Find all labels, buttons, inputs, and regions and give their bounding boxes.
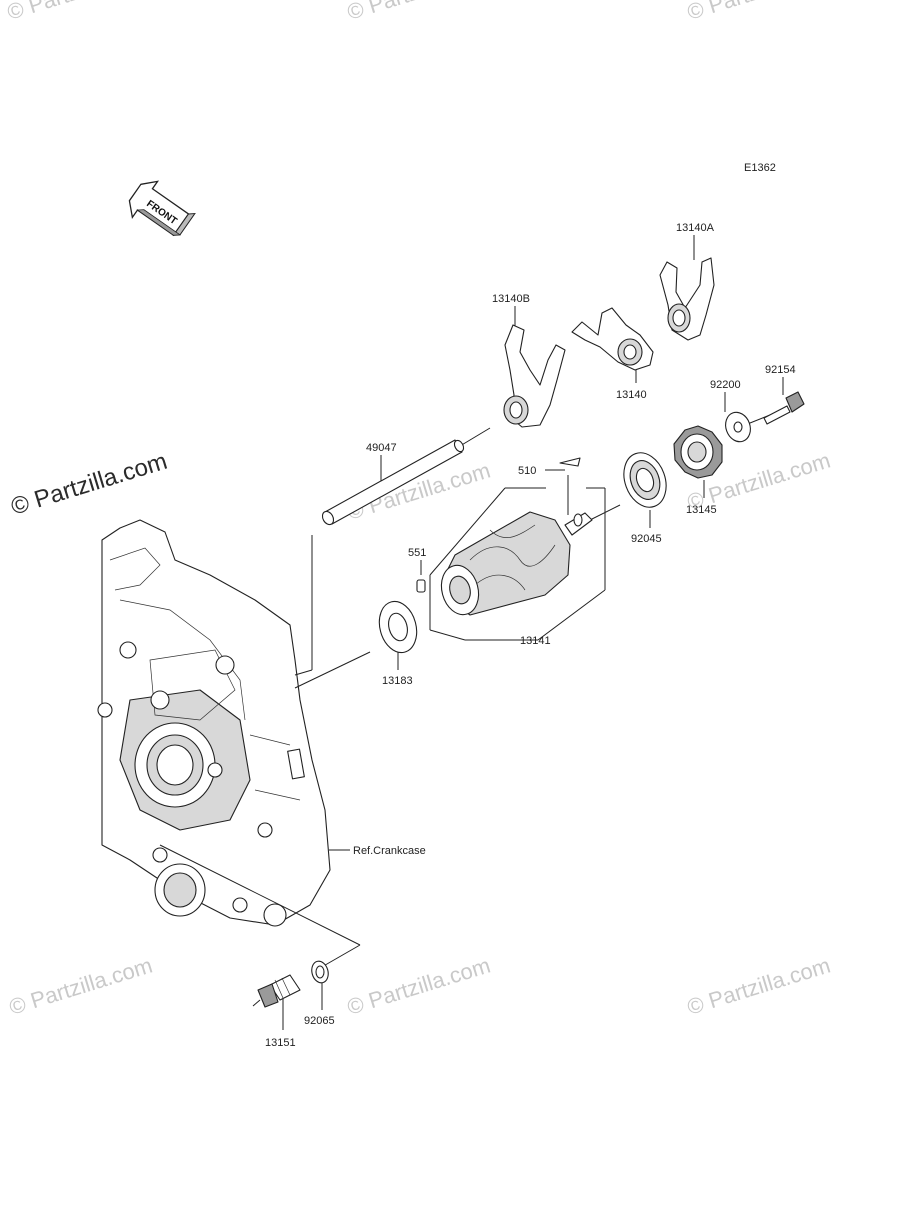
shift-fork-13140 <box>571 307 654 371</box>
front-arrow-icon: FRONT <box>128 180 196 237</box>
neutral-switch-13151 <box>252 974 301 1008</box>
label-13140: 13140 <box>616 389 647 401</box>
label-92065: 92065 <box>304 1015 335 1027</box>
label-13183: 13183 <box>382 675 413 687</box>
label-92200: 92200 <box>710 379 741 391</box>
watermark-main: © Partzilla.com <box>8 448 171 521</box>
cam-plate-13145 <box>673 425 723 479</box>
shift-fork-13140B <box>503 324 566 428</box>
label-510: 510 <box>518 465 536 477</box>
label-13140A: 13140A <box>676 222 715 234</box>
washer-92065 <box>311 960 329 984</box>
label-49047: 49047 <box>366 442 397 454</box>
pin-551 <box>416 579 426 593</box>
bolt-92154 <box>763 391 805 425</box>
shift-fork-13140A <box>659 257 715 341</box>
watermark: © Partzilla.com <box>684 0 833 25</box>
washer-13183 <box>378 600 418 654</box>
watermark: © Partzilla.com <box>6 953 155 1020</box>
label-551: 551 <box>408 547 426 559</box>
shift-drum-13141 <box>440 511 593 616</box>
label-92154: 92154 <box>765 364 796 376</box>
shift-rod-49047 <box>321 439 465 526</box>
label-13141: 13141 <box>520 635 551 647</box>
crankcase-reference <box>97 519 331 927</box>
diagram-code: E1362 <box>744 162 776 174</box>
watermark: © Partzilla.com <box>4 0 153 25</box>
pin-510 <box>559 457 581 467</box>
label-13151: 13151 <box>265 1037 296 1049</box>
bearing-92045 <box>623 452 667 508</box>
watermark: © Partzilla.com <box>344 0 493 25</box>
part-labels: 13140A 13140B 13140 92154 92200 49047 51… <box>265 222 796 1049</box>
label-92045: 92045 <box>631 533 662 545</box>
label-13145: 13145 <box>686 504 717 516</box>
label-ref-crankcase: Ref.Crankcase <box>353 845 426 857</box>
label-13140B: 13140B <box>492 293 530 305</box>
watermark: © Partzilla.com <box>684 953 833 1020</box>
washer-92200 <box>725 411 751 443</box>
watermark: © Partzilla.com <box>344 953 493 1020</box>
